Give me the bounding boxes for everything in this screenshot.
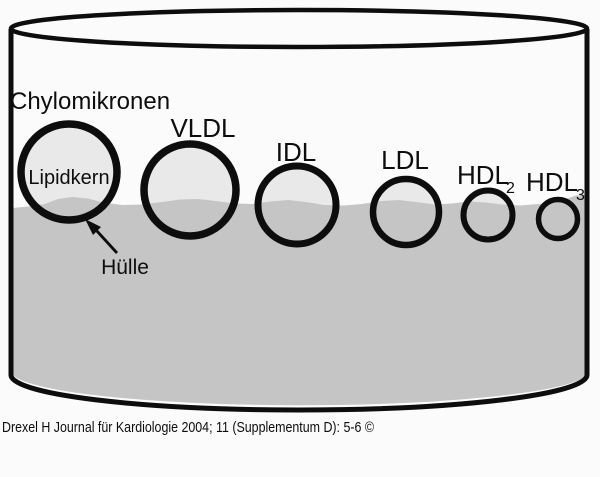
label-huelle: Hülle (101, 256, 149, 279)
bubble-vldl (140, 140, 240, 240)
label-hdl3: HDL 3 (526, 167, 585, 204)
label-chylomikronen: Chylomikronen (10, 88, 170, 115)
beaker-outline (8, 29, 590, 413)
label-ldl: LDL (381, 145, 429, 175)
bubble-idl (254, 162, 340, 248)
beaker-rim (8, 7, 590, 50)
label-idl: IDL (276, 137, 316, 167)
label-hdl2: HDL 2 (457, 160, 515, 197)
label-hdl3-subscript: 3 (576, 187, 585, 204)
huelle-arrow-line (94, 229, 119, 254)
bubble-hdl3 (535, 196, 581, 242)
label-vldl: VLDL (170, 113, 235, 143)
bubble-ldl (369, 175, 443, 249)
bubble-outlines (17, 120, 581, 249)
citation-text: Drexel H Journal für Kardiologie 2004; 1… (2, 419, 374, 436)
bubble-fill-chylomikronen (21, 124, 117, 220)
label-hdl3-text: HDL (526, 167, 578, 197)
label-lipidkern: Lipidkern (28, 167, 109, 189)
label-hdl2-text: HDL (457, 160, 509, 190)
label-hdl2-subscript: 2 (506, 180, 515, 197)
liquid (13, 195, 585, 406)
huelle-arrowhead-icon (85, 219, 101, 235)
bubble-hdl2 (460, 187, 516, 243)
huelle-arrow (85, 219, 119, 254)
bubble-chylomikronen (17, 120, 121, 224)
